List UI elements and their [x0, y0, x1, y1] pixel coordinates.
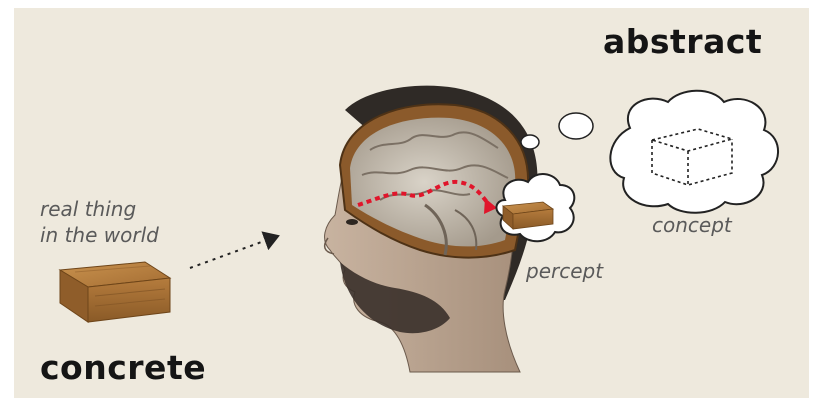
concrete-heading: concrete: [40, 348, 206, 387]
concept-bubble: [610, 91, 778, 213]
thought-bubble-medium: [559, 113, 593, 139]
wooden-box-icon: [60, 262, 170, 322]
concept-label: concept: [652, 212, 732, 238]
abstract-heading: abstract: [603, 22, 762, 61]
thought-bubble-small: [521, 135, 539, 149]
real-thing-label-line2: in the world: [40, 222, 159, 248]
percept-label: percept: [526, 258, 603, 284]
perception-arrow: [190, 236, 278, 268]
wooden-box-icon: [503, 202, 553, 229]
real-thing-label-line1: real thing: [40, 196, 136, 222]
